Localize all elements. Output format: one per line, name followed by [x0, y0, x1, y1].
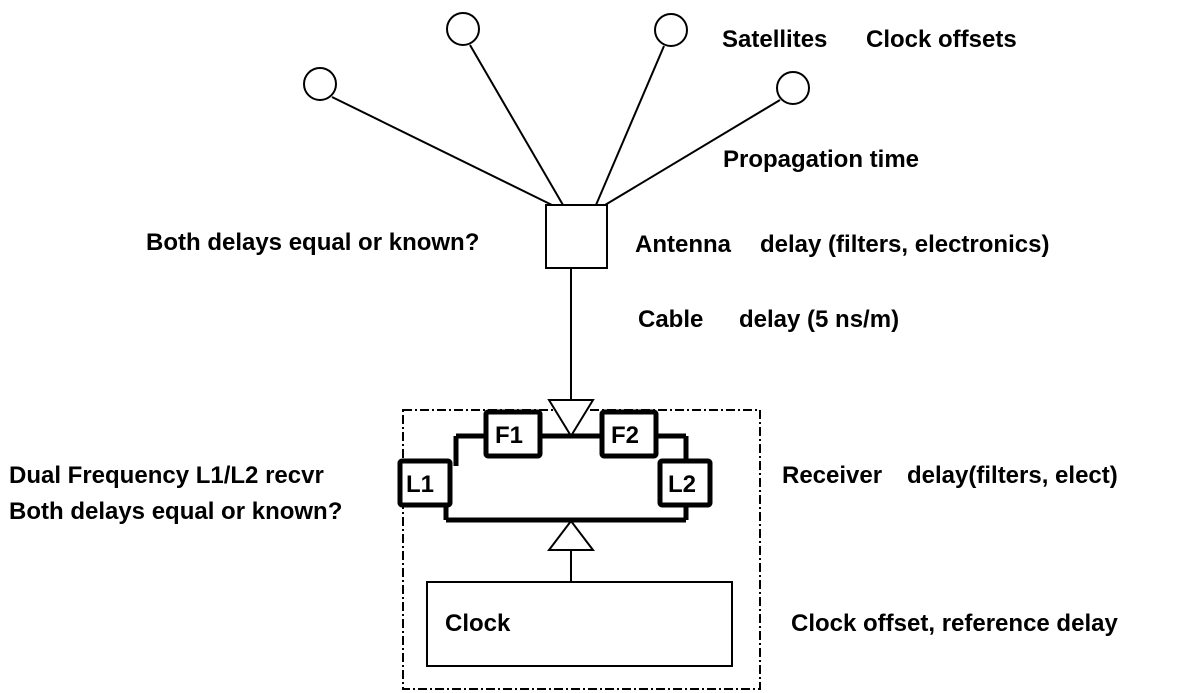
- receiver-question-label: Both delays equal or known?: [9, 498, 342, 525]
- receiver-input-triangle: [547, 399, 595, 438]
- receiver-delay-name: Receiver: [782, 462, 882, 489]
- signal-path-4: [604, 99, 781, 206]
- satellites: [303, 12, 810, 105]
- satellites-label: Satellites: [722, 26, 827, 53]
- f1-label: F1: [495, 422, 523, 449]
- satellite-1: [303, 67, 337, 101]
- clock-offsets-label: Clock offsets: [866, 26, 1017, 53]
- receiver-delay-desc: delay(filters, elect): [907, 462, 1118, 489]
- antenna-delay-desc: delay (filters, electronics): [760, 231, 1049, 258]
- cable-delay-desc: delay (5 ns/m): [739, 306, 899, 333]
- propagation-time-label: Propagation time: [723, 146, 919, 173]
- signal-path-1: [331, 96, 553, 206]
- signal-path-3: [595, 45, 665, 206]
- clock-label: Clock: [445, 610, 511, 637]
- antenna-question-label: Both delays equal or known?: [146, 229, 479, 256]
- clock-offset-reference-label: Clock offset, reference delay: [791, 610, 1118, 637]
- satellite-3: [654, 13, 688, 47]
- l1-label: L1: [406, 471, 434, 498]
- l2-label: L2: [668, 471, 696, 498]
- satellite-signal-paths: [331, 44, 781, 206]
- satellite-2: [446, 12, 480, 46]
- f2-block: [599, 409, 659, 459]
- clock-box: [426, 581, 733, 667]
- l1-block: [397, 458, 453, 508]
- antenna-box: [545, 204, 608, 269]
- signal-path-2: [469, 44, 564, 206]
- clock-feed-triangle: [546, 519, 596, 551]
- cable-delay-name: Cable: [638, 306, 703, 333]
- f1-block: [483, 409, 543, 459]
- l2-block: [657, 458, 713, 508]
- f2-label: F2: [611, 422, 639, 449]
- antenna-delay-name: Antenna: [635, 231, 732, 258]
- satellite-4: [776, 71, 810, 105]
- receiver-type-label: Dual Frequency L1/L2 recvr: [9, 462, 324, 489]
